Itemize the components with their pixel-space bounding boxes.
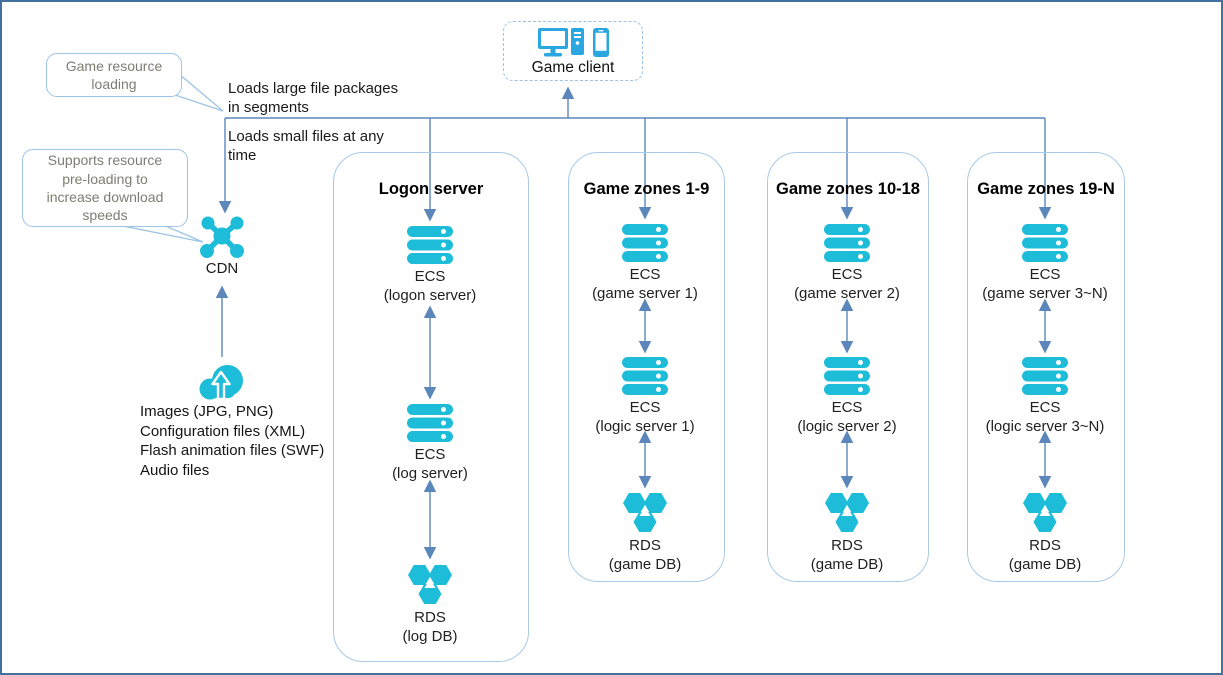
column-title: Logon server bbox=[378, 180, 484, 198]
column-title: Game zones 19-N bbox=[977, 180, 1115, 198]
note-small-files: Loads small files at any time bbox=[228, 128, 384, 164]
ecs-node: ECS (logic server 2) bbox=[782, 357, 912, 436]
rds-icon bbox=[623, 493, 667, 532]
node-sublabel: (game DB) bbox=[608, 556, 682, 573]
node-label: ECS bbox=[1029, 266, 1061, 283]
rds-icon bbox=[825, 493, 869, 532]
resource-item: Images (JPG, PNG) bbox=[140, 403, 274, 420]
ecs-node: ECS (log server) bbox=[365, 404, 495, 483]
column-game-zones-1-9: Game zones 1-9 bbox=[568, 152, 725, 582]
node-label: ECS bbox=[629, 266, 661, 283]
rds-node: RDS (log DB) bbox=[365, 564, 495, 646]
callout-game-resource-loading: Game resource loading bbox=[46, 53, 182, 97]
node-label: ECS bbox=[831, 266, 863, 283]
rds-icon bbox=[408, 565, 452, 604]
ecs-icon bbox=[824, 357, 870, 395]
column-game-zones-19-n: Game zones 19-N bbox=[967, 152, 1125, 582]
ecs-node: ECS (logon server) bbox=[365, 226, 495, 305]
ecs-node: ECS (game server 1) bbox=[580, 224, 710, 303]
callout-preloading: Supports resource pre-loading to increas… bbox=[22, 149, 188, 227]
ecs-icon bbox=[1022, 357, 1068, 395]
rds-node: RDS (game DB) bbox=[980, 492, 1110, 574]
ecs-node: ECS (game server 3~N) bbox=[980, 224, 1110, 303]
column-game-zones-10-18: Game zones 10-18 bbox=[767, 152, 929, 582]
ecs-icon bbox=[622, 224, 668, 262]
ecs-icon bbox=[622, 357, 668, 395]
column-logon-server: Logon server bbox=[333, 152, 529, 662]
ecs-icon bbox=[1022, 224, 1068, 262]
resource-item: Configuration files (XML) bbox=[140, 422, 306, 440]
cdn-label: CDN bbox=[205, 260, 239, 277]
node-sublabel: (log DB) bbox=[402, 628, 458, 645]
node-sublabel: (game server 1) bbox=[592, 285, 698, 302]
desktop-computer-icon bbox=[537, 28, 584, 57]
node-label: ECS bbox=[414, 446, 446, 463]
node-label: ECS bbox=[831, 399, 863, 416]
ecs-node: ECS (logic server 3~N) bbox=[980, 357, 1110, 436]
ecs-node: ECS (logic server 1) bbox=[580, 357, 710, 436]
node-sublabel: (game server 3~N) bbox=[982, 285, 1108, 302]
rds-node: RDS (game DB) bbox=[782, 492, 912, 574]
node-label: ECS bbox=[414, 268, 446, 285]
cdn-icon bbox=[197, 213, 247, 259]
node-sublabel: (logic server 3~N) bbox=[985, 418, 1105, 435]
rds-node: RDS (game DB) bbox=[580, 492, 710, 574]
note-large-files: Loads large file packages in segments bbox=[228, 80, 399, 116]
node-sublabel: (game DB) bbox=[810, 556, 884, 573]
node-sublabel: (game server 2) bbox=[794, 285, 900, 302]
game-client-label: Game client bbox=[531, 59, 615, 76]
resource-item: Flash animation files (SWF) bbox=[140, 442, 325, 459]
rds-icon bbox=[1023, 493, 1067, 532]
game-client-icons bbox=[504, 28, 642, 58]
column-title: Game zones 10-18 bbox=[776, 180, 920, 198]
node-sublabel: (logon server) bbox=[383, 287, 477, 304]
smartphone-icon bbox=[592, 28, 609, 57]
node-label: RDS bbox=[1029, 537, 1061, 554]
node-sublabel: (game DB) bbox=[1008, 556, 1082, 573]
node-sublabel: (logic server 1) bbox=[595, 418, 695, 435]
node-label: RDS bbox=[414, 609, 446, 626]
column-title: Game zones 1-9 bbox=[583, 180, 710, 198]
node-label: ECS bbox=[1029, 399, 1061, 416]
ecs-icon bbox=[407, 226, 453, 264]
ecs-node: ECS (game server 2) bbox=[782, 224, 912, 303]
node-sublabel: (logic server 2) bbox=[797, 418, 897, 435]
ecs-icon bbox=[824, 224, 870, 262]
ecs-icon bbox=[407, 404, 453, 442]
resource-item: Audio files bbox=[140, 461, 210, 479]
node-label: ECS bbox=[629, 399, 661, 416]
cloud-upload-icon bbox=[197, 362, 247, 401]
resource-list: Images (JPG, PNG) Configuration files (X… bbox=[140, 402, 324, 480]
game-client-box: Game client bbox=[503, 21, 643, 81]
node-label: RDS bbox=[629, 537, 661, 554]
node-sublabel: (log server) bbox=[392, 465, 468, 482]
node-label: RDS bbox=[831, 537, 863, 554]
